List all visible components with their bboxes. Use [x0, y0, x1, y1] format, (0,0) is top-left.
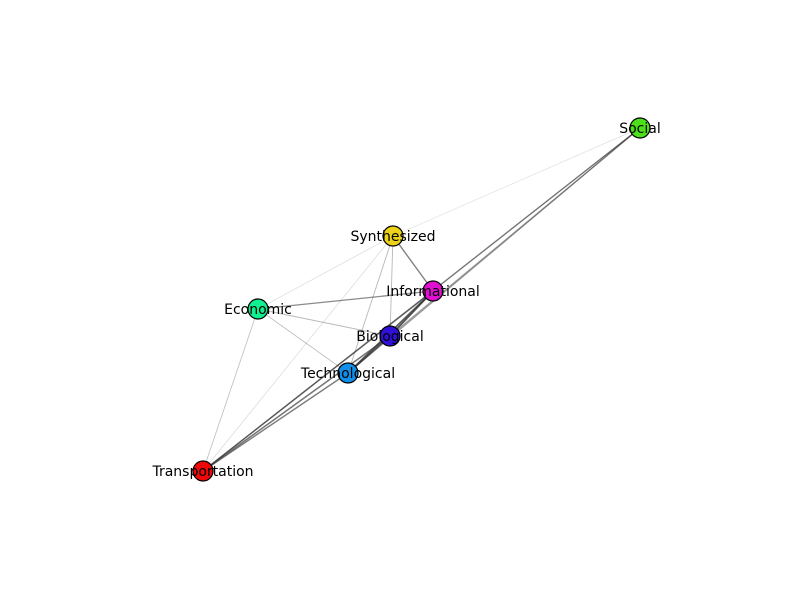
- node-biological[interactable]: [379, 325, 401, 347]
- edge-synthesized-transportation: [202, 235, 394, 472]
- node-transportation[interactable]: [192, 460, 214, 482]
- node-label-economic: Economic: [224, 302, 292, 318]
- node-synthesized[interactable]: [382, 225, 404, 247]
- edge-technological-transportation: [202, 372, 349, 472]
- node-technological[interactable]: [337, 362, 359, 384]
- edge-synthesized-economic: [257, 235, 394, 310]
- edge-synthesized-biological: [389, 235, 394, 337]
- edge-economic-technological: [257, 308, 349, 374]
- edge-synthesized-informational: [392, 235, 434, 292]
- label-layer: SocialSynthesizedInformationalEconomicBi…: [151, 121, 660, 480]
- node-informational[interactable]: [422, 280, 444, 302]
- edge-economic-biological: [257, 308, 391, 337]
- node-label-technological: Technological: [300, 366, 395, 382]
- edge-synthesized-technological: [347, 235, 394, 374]
- edge-social-synthesized: [392, 127, 641, 237]
- edge-biological-transportation: [202, 335, 391, 472]
- node-layer: [192, 117, 651, 482]
- edge-economic-transportation: [202, 308, 259, 472]
- node-economic[interactable]: [247, 298, 269, 320]
- node-label-social: Social: [619, 121, 661, 137]
- node-label-transportation: Transportation: [151, 464, 253, 480]
- edge-informational-transportation: [202, 290, 434, 472]
- node-label-informational: Informational: [386, 284, 480, 300]
- edge-economic-informational: [257, 290, 434, 310]
- node-label-synthesized: Synthesized: [350, 229, 435, 245]
- node-label-biological: Biological: [356, 329, 423, 345]
- edge-social-informational: [432, 127, 641, 292]
- edge-layer: [202, 127, 641, 472]
- node-social[interactable]: [629, 117, 651, 139]
